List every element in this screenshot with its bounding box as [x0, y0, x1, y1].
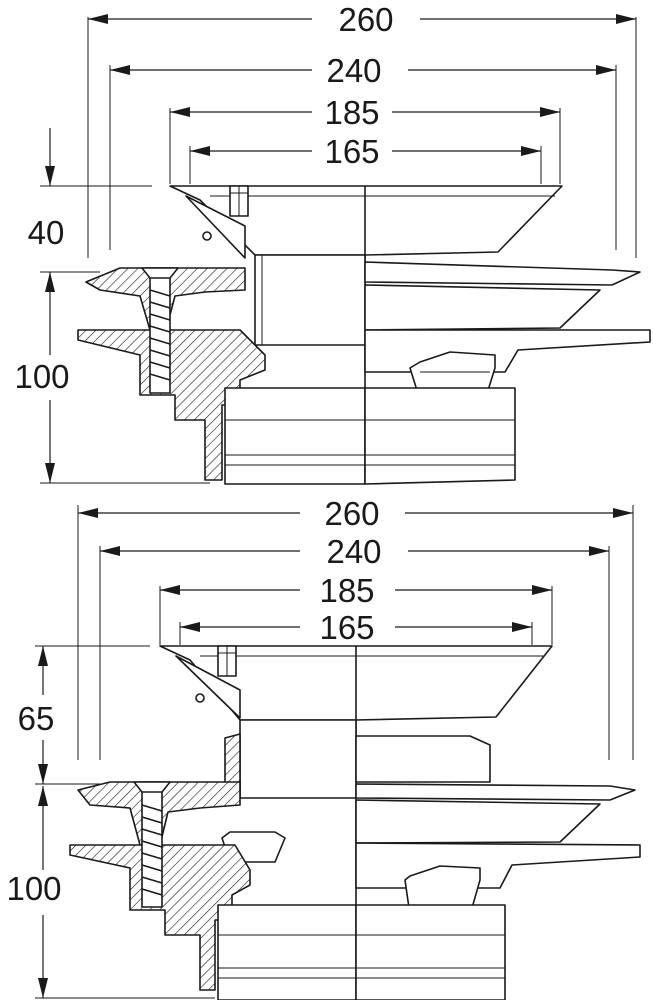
lower-dim-185-label: 185 [319, 572, 374, 609]
lower-dim-65: 65 [18, 645, 150, 785]
upper-dim-165-label: 165 [324, 133, 379, 170]
lower-dim-185: 185 [159, 572, 553, 645]
upper-dim-260: 260 [87, 1, 637, 258]
lower-dim-100-label: 100 [6, 870, 61, 907]
upper-dim-185-label: 185 [324, 94, 379, 131]
lower-dim-165-label: 165 [319, 609, 374, 646]
upper-dim-185: 185 [169, 94, 561, 184]
upper-dim-40-label: 40 [28, 214, 65, 251]
upper-dim-240: 240 [109, 52, 617, 250]
upper-dim-100-label: 100 [14, 358, 69, 395]
lower-dim-240-label: 240 [326, 533, 381, 570]
lower-dim-100: 100 [6, 786, 215, 999]
lower-dim-65-label: 65 [18, 700, 55, 737]
lower-dim-260-label: 260 [324, 495, 379, 532]
upper-dim-100: 100 [14, 271, 210, 484]
lower-dim-240: 240 [99, 533, 610, 760]
lower-drain-assembly [69, 645, 641, 1000]
lower-view: 260 240 185 [6, 495, 641, 1000]
upper-view: 260 240 185 [14, 1, 651, 485]
lower-dim-165: 165 [179, 609, 533, 646]
upper-dim-165: 165 [189, 133, 542, 184]
upper-drain-assembly [77, 185, 651, 485]
upper-dim-260-label: 260 [338, 1, 393, 38]
upper-dim-240-label: 240 [326, 52, 381, 89]
upper-dim-40: 40 [28, 128, 152, 251]
lower-dim-260: 260 [77, 495, 634, 760]
